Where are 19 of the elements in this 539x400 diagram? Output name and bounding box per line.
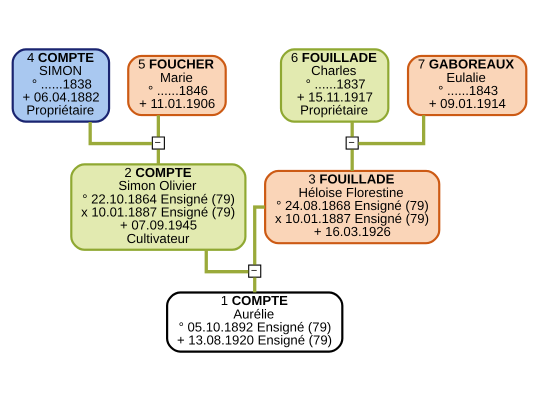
node-box: 3 FOUILLADE Héloise Florestine ° 24.08.1868 Ensigné (79) x 10.01.1887 Ensigné (79) + 16.03.1926 [264,169,440,244]
connector [253,204,265,264]
connector [350,121,354,136]
node-box: − [152,136,165,150]
node-box: − [346,136,359,150]
node-box: 7 GABOREAUX Eulalie ° ......1843 + 09.01.1914 [406,54,528,116]
node-box: 2 COMPTE Simon Olivier ° 22.10.1864 Ensigné (79) x 10.01.1887 Ensigné (79) + 07.09.1945 Cultivateur [70,162,246,250]
connector [156,114,160,136]
connector [156,148,160,164]
connector [350,148,354,170]
node-box: 5 FOUCHER Marie ° ......1846 + 11.01.1906 [127,54,227,116]
node-box: 6 FOUILLADE Charles ° ......1837 + 15.11.1917 Propriétaire [280,48,390,122]
connector [253,276,256,292]
connector [358,114,426,145]
connector [88,121,152,145]
node-box: − [248,264,262,278]
node-box: 4 COMPTE SIMON ° ......1838 + 06.04.1882 Propriétaire [12,48,110,122]
connector [204,249,248,273]
node-box: 1 COMPTE Aurélie ° 05.10.1892 Ensigné (79) + 13.08.1920 Ensigné (79) [166,290,344,352]
